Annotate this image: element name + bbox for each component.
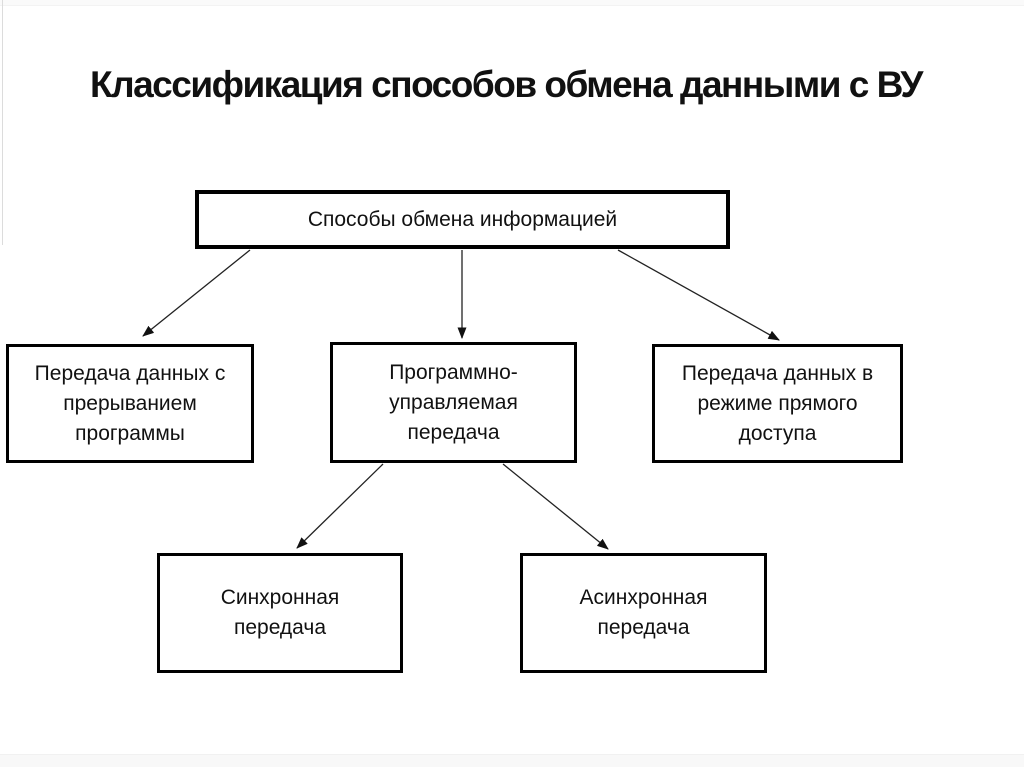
- slide-edge-left-line: [2, 0, 3, 245]
- box-interrupt-transfer-line1: Передача данных с: [34, 361, 226, 385]
- box-interrupt-transfer-line2: прерыванием: [63, 391, 197, 415]
- box-asynchronous-line2: передача: [597, 616, 690, 639]
- box-direct-access-line1: Передача данных в: [681, 361, 874, 385]
- slide-edge-bottom: [0, 754, 1024, 767]
- slide-title: Классификация способов обмена данными с …: [90, 64, 923, 105]
- box-asynchronous-transfer: Асинхронная передача: [520, 553, 767, 673]
- arrow-program-to-sync: [296, 463, 384, 549]
- box-direct-access-transfer: Передача данных в режиме прямого доступа: [652, 344, 903, 463]
- arrow-program-to-async: [502, 463, 609, 550]
- box-synchronous-transfer: Синхронная передача: [157, 553, 403, 673]
- box-program-controlled-transfer: Программно- управляемая передача: [330, 342, 577, 463]
- box-direct-access-line2: режиме прямого: [697, 391, 858, 415]
- box-interrupt-transfer-line3: программы: [75, 421, 185, 445]
- box-program-controlled-line1: Программно-: [389, 360, 518, 384]
- box-program-controlled-line2: управляемая: [389, 390, 518, 414]
- slide-edge-top: [0, 0, 1024, 6]
- box-synchronous-line2: передача: [233, 616, 327, 639]
- box-program-controlled-line3: передача: [407, 420, 500, 444]
- box-interrupt-transfer: Передача данных с прерыванием программы: [6, 344, 254, 463]
- box-asynchronous-line1: Асинхронная: [579, 586, 708, 609]
- box-exchange-methods-label: Способы обмена информацией: [307, 207, 618, 231]
- box-direct-access-line3: доступа: [738, 421, 817, 445]
- box-exchange-methods: Способы обмена информацией: [195, 190, 730, 249]
- arrow-root-to-interrupt: [142, 249, 251, 337]
- arrow-root-to-dma: [617, 249, 780, 341]
- box-synchronous-line1: Синхронная: [220, 586, 340, 609]
